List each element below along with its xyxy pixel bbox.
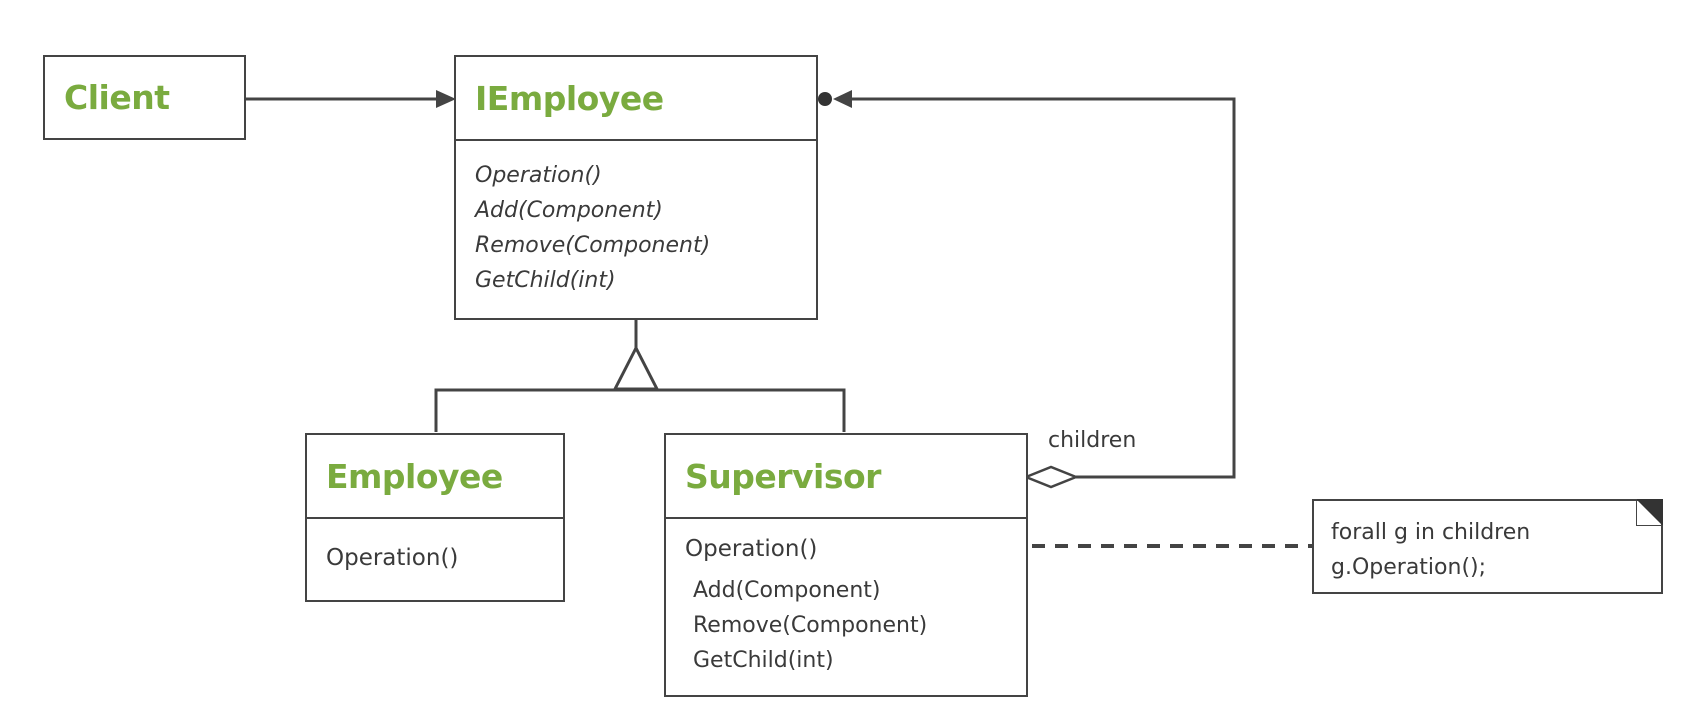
iemployee-operation: GetChild(int) [475,268,616,293]
note-fold-corner-icon [1636,499,1663,526]
employee-operations: Operation() [307,517,563,576]
supervisor-operation: Add(Component) [693,578,881,603]
children-aggregation-connector [818,90,1236,489]
iemployee-operation: Remove(Component) [475,233,711,258]
iemployee-class[interactable]: IEmployee Operation() Add(Component) Rem… [454,55,818,320]
supervisor-class-name: Supervisor [685,456,881,496]
iemployee-class-name: IEmployee [475,78,664,118]
aggregation-diamond-icon [1022,465,1080,489]
children-association-label: children [1048,428,1137,453]
client-class[interactable]: Client [43,55,246,140]
employee-class[interactable]: Employee Operation() [305,433,565,602]
employee-operation: Operation() [326,545,459,571]
supervisor-operation: GetChild(int) [693,648,834,673]
supervisor-class[interactable]: Supervisor Operation() Add(Component) Re… [664,433,1028,697]
supervisor-operations: Operation() Add(Component) Remove(Compon… [666,517,1026,678]
supervisor-operation: Remove(Component) [693,613,928,638]
note-line: forall g in children [1331,520,1531,545]
generalization-connector [434,318,846,432]
iemployee-operation: Add(Component) [475,198,663,223]
supervisor-operation: Operation() [685,536,818,562]
iemployee-operations: Operation() Add(Component) Remove(Compon… [456,139,816,298]
inheritance-triangle-icon [612,344,660,391]
iemployee-operation: Operation() [475,163,602,188]
association-end-dot-icon [818,92,832,106]
client-to-iemployee-arrow [244,90,456,108]
implementation-note[interactable]: forall g in children g.Operation(); [1312,499,1663,594]
employee-class-name: Employee [326,456,503,496]
note-line: g.Operation(); [1331,555,1487,580]
client-class-name: Client [64,77,170,117]
